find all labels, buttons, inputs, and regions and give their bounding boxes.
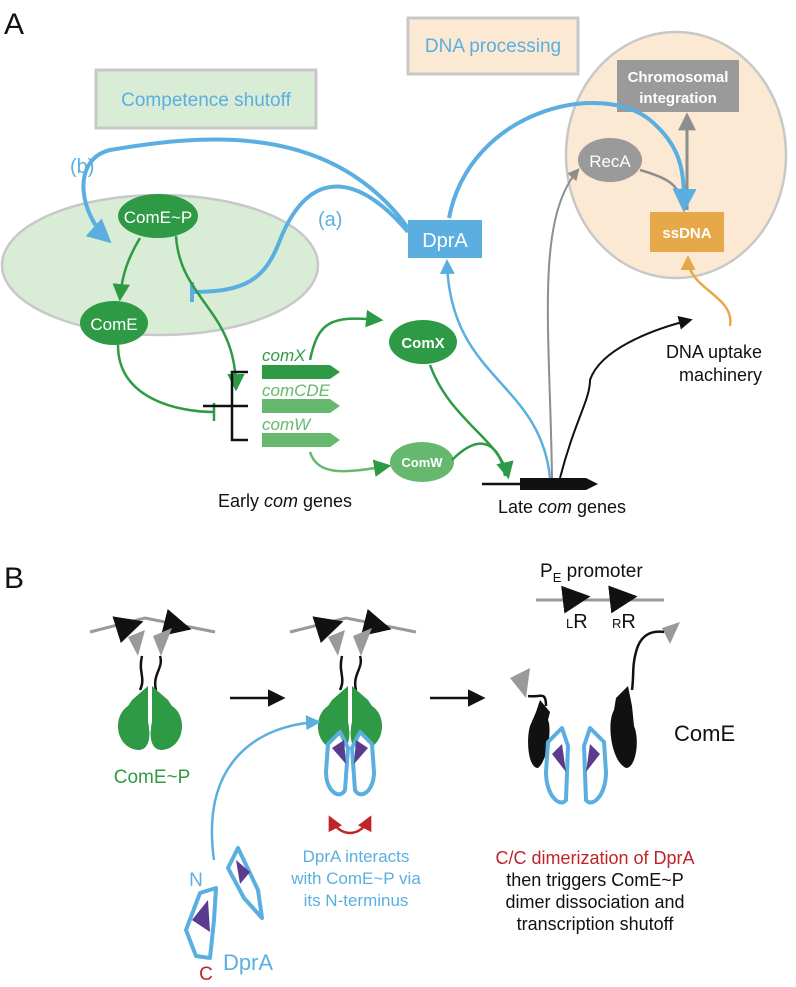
gene-comcde-arrow <box>262 399 340 413</box>
reca-node <box>578 138 642 182</box>
come-node <box>80 301 148 345</box>
competence-shutoff-title: Competence shutoff <box>121 90 291 111</box>
comep-label: ComE~P <box>124 208 193 227</box>
uptake-line1: DNA uptake <box>666 342 762 362</box>
route-b-label: (b) <box>70 156 94 178</box>
inhibit-come-to-promoter <box>116 344 215 414</box>
dna-processing-box <box>406 16 580 76</box>
cc-dimerization-arrow <box>328 815 372 835</box>
arrow-comw-to-late <box>451 442 507 477</box>
comx-label: ComX <box>401 335 444 352</box>
chromosomal-line1: Chromosomal <box>628 69 729 86</box>
arrow-late-to-reca <box>546 168 580 479</box>
dpra-c-label: C <box>199 964 213 985</box>
dpra-binding-arrow <box>210 715 321 861</box>
ssdna-label: ssDNA <box>662 225 711 242</box>
comep-node <box>118 194 198 238</box>
gene-comw-arrow <box>262 433 340 447</box>
dimer-line4: transcription shutoff <box>517 914 675 934</box>
stage1-comep-label: ComE~P <box>114 767 191 788</box>
competence-shutoff-box <box>94 68 318 130</box>
comx-node <box>389 320 457 364</box>
comw-label: ComW <box>401 455 443 470</box>
chromosomal-integration-box <box>617 60 739 112</box>
route-a-inhibition <box>191 184 410 294</box>
chromosomal-line2: integration <box>639 90 717 107</box>
interact-line3: its N-terminus <box>304 891 409 910</box>
free-dpra-monomers <box>184 846 264 960</box>
stage1-come-dimer <box>89 608 216 750</box>
come-label: ComE <box>90 315 137 334</box>
dimer-line2: then triggers ComE~P <box>506 870 684 890</box>
lr-box-arrow <box>561 585 591 614</box>
early-genes-label: Early com genes <box>218 491 352 511</box>
gene-bracket <box>230 370 248 442</box>
gene-comcde-label: comCDE <box>262 381 331 400</box>
comw-node <box>390 442 454 482</box>
arrow-uptake-to-ssdna <box>680 255 732 327</box>
panel-b-label: B <box>4 562 24 595</box>
reca-label: RecA <box>589 152 631 171</box>
dpra-label: DprA <box>422 230 468 252</box>
stage3-dissociated <box>510 622 680 805</box>
stage3-come-label: ComE <box>674 721 735 746</box>
dpra-box <box>408 220 482 258</box>
late-gene-arrow <box>520 478 598 490</box>
dna-processing-title: DNA processing <box>425 36 561 57</box>
late-genes-label: Late com genes <box>498 497 626 517</box>
arrow-comx-gene-to-protein <box>308 309 384 361</box>
stage2-complex <box>289 608 417 797</box>
arrow-dpra-to-ssdna <box>447 101 697 219</box>
gene-comx-arrow <box>262 365 340 379</box>
panel-a-label: A <box>4 8 24 41</box>
uptake-line2: machinery <box>679 365 762 385</box>
dpra-n-label: N <box>189 870 203 891</box>
gene-comw-label: comW <box>262 415 312 434</box>
arrow-comep-to-come <box>112 237 142 302</box>
dpra-free-label: DprA <box>223 950 273 975</box>
rr-box-arrow <box>608 585 638 614</box>
arrow-late-to-dpra <box>439 259 552 479</box>
ssdna-box <box>650 212 724 252</box>
route-a-label: (a) <box>318 209 342 231</box>
rr-label: RR <box>612 611 636 633</box>
arrow-comw-gene-to-protein <box>308 451 392 477</box>
route-b-arrow <box>81 137 410 244</box>
lr-label: LR <box>566 611 588 633</box>
dimer-line3: dimer dissociation and <box>505 892 684 912</box>
interact-line1: DprA interacts <box>303 847 410 866</box>
arrow-late-to-uptake <box>559 315 693 479</box>
interact-line2: with ComE~P via <box>290 869 421 888</box>
pe-promoter-label: PE promoter <box>540 561 643 585</box>
gene-comx-label: comX <box>262 346 306 365</box>
arrow-comep-to-promoter <box>174 235 245 392</box>
dimer-line1: C/C dimerization of DprA <box>495 848 694 868</box>
